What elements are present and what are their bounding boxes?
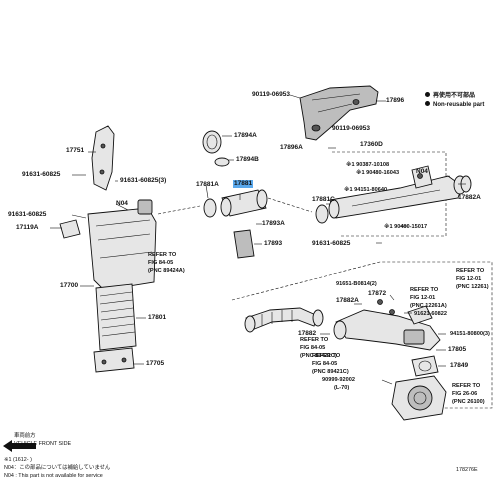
refer-line: REFER TO: [312, 353, 341, 359]
part-label[interactable]: 17801: [148, 314, 167, 321]
footnote-1: ※1 (1612- ): [4, 457, 32, 463]
clamp-17881c: [315, 204, 329, 224]
part-label[interactable]: 90119-06953: [252, 91, 290, 98]
vehicle-front-arrow: [3, 440, 36, 452]
part-label[interactable]: 17805: [448, 346, 467, 353]
refer-line: FIG 84-05: [148, 260, 174, 266]
part-label[interactable]: 17882A: [336, 297, 359, 304]
vehicle-front-en: VEHICLE FRONT SIDE: [14, 441, 72, 447]
refer-line: REFER TO: [410, 287, 439, 293]
refer-line: FIG 12-01: [410, 295, 436, 301]
refer-line: (PNC 12261A): [410, 303, 447, 309]
part-label[interactable]: 17893: [264, 240, 283, 247]
refer-line: FIG 84-05: [312, 361, 338, 367]
part-label[interactable]: 17872: [368, 290, 387, 297]
part-label[interactable]: 17882: [298, 330, 317, 337]
part-label[interactable]: 17700: [60, 282, 79, 289]
part-label[interactable]: ※1 90480-16043: [356, 170, 400, 176]
bolt-91651: [377, 299, 383, 305]
part-label[interactable]: 91621-60822: [414, 311, 447, 317]
part-label-highlighted[interactable]: 17881: [233, 180, 254, 188]
part-label[interactable]: 17849: [450, 362, 469, 369]
air-cleaner-case-17700: [59, 199, 157, 291]
clamp-17882a-lower: [312, 309, 324, 327]
part-label-sub: (L-70): [334, 385, 350, 391]
refer-line: (PNC 89424A): [148, 268, 185, 274]
throttle-body: [391, 375, 447, 421]
part-label[interactable]: 17751: [66, 147, 85, 154]
part-label[interactable]: 90119-06953: [332, 125, 370, 132]
refer-to-note[interactable]: REFER TO FIG 84-05 (PNC 89421C): [312, 352, 349, 376]
part-label[interactable]: N04: [116, 200, 128, 207]
dot-icon: [425, 92, 430, 97]
clamp-17894b: [214, 157, 230, 167]
part-label[interactable]: 90999-92002: [322, 377, 355, 383]
refer-line: REFER TO: [456, 268, 485, 274]
refer-line: REFER TO: [300, 337, 329, 343]
part-label[interactable]: 17894A: [234, 132, 257, 139]
refer-line: FIG 84-05: [300, 345, 326, 351]
bracket-17751: [91, 125, 115, 191]
legend-label-jp: 再使用不可部品: [433, 93, 476, 99]
part-label[interactable]: 91631-60825: [312, 240, 351, 247]
part-label[interactable]: ※1 90480-15017: [384, 224, 428, 230]
engine-cover-17896: [299, 85, 379, 141]
sensor-n04: [411, 165, 433, 189]
refer-line: (PNC 89421C): [312, 369, 349, 375]
legend-non-reusable-jp: 再使用不可部品: [425, 92, 475, 100]
lower-group-outline: [231, 261, 493, 409]
part-label[interactable]: 94151-80800(3): [450, 331, 490, 337]
part-label[interactable]: 17881A: [196, 181, 219, 188]
part-label[interactable]: 17360D: [360, 141, 383, 148]
intake-pipe-17882a: [328, 175, 467, 219]
refer-to-note[interactable]: REFER TO FIG 12-01 (PNC 12261A): [410, 286, 447, 310]
refer-line: (PNC 12261): [456, 284, 489, 290]
dot-icon: [425, 101, 430, 106]
air-hose-17881: [220, 189, 268, 217]
footnote-n04-en: N04 : This part is not available for ser…: [4, 473, 103, 479]
vehicle-front-jp: 車両前方: [14, 433, 36, 439]
clamp-17881a: [203, 198, 217, 218]
refer-to-note[interactable]: REFER TO FIG 84-05 (PNC 89421C): [300, 336, 337, 360]
filter-element-17801: [95, 283, 137, 351]
legend-label-en: Non-reusable part: [433, 102, 485, 108]
part-label[interactable]: ※1 94151-80640: [344, 187, 388, 193]
part-label[interactable]: 17893A: [262, 220, 285, 227]
refer-line: FIG 26-06: [452, 391, 478, 397]
legend-non-reusable-en: Non-reusable part: [425, 101, 484, 109]
part-label[interactable]: 91631-60825: [22, 171, 61, 178]
part-label[interactable]: N04: [416, 168, 428, 175]
part-label[interactable]: 17896A: [280, 144, 303, 151]
part-label[interactable]: 17705: [146, 360, 165, 367]
refer-line: REFER TO: [148, 252, 177, 258]
part-label[interactable]: 17894B: [236, 156, 259, 163]
refer-line: FIG 12-01: [456, 276, 482, 282]
inlet-17893: [233, 229, 255, 259]
figure-id: 178276E: [456, 467, 478, 473]
refer-line: (PNC 26100): [452, 399, 485, 405]
bolt-17872: [389, 309, 395, 315]
clamp-17894a: [202, 130, 222, 154]
part-label[interactable]: 91631-60825: [8, 211, 47, 218]
gasket-17849: [411, 355, 439, 377]
part-label[interactable]: 91631-60825(3): [120, 177, 167, 184]
refer-line: REFER TO: [452, 383, 481, 389]
part-label[interactable]: 17881C: [312, 196, 335, 203]
refer-to-note[interactable]: REFER TO FIG 12-01 (PNC 12261): [456, 267, 489, 291]
leader-lines: [50, 94, 466, 385]
refer-to-note[interactable]: REFER TO FIG 84-05 (PNC 89424A): [148, 251, 185, 275]
footnote-n04-jp: N04：この部品については補給していません: [4, 465, 111, 471]
intake-duct-17805: [333, 305, 441, 351]
part-label[interactable]: 91651-B0814(2): [336, 281, 377, 287]
part-label[interactable]: 17896: [386, 97, 405, 104]
refer-to-note[interactable]: REFER TO FIG 26-06 (PNC 26100): [452, 382, 485, 406]
air-cleaner-cap-17705: [93, 347, 135, 373]
part-label[interactable]: ※1 90387-10108: [346, 162, 390, 168]
part-label[interactable]: 17882A: [458, 194, 481, 201]
part-label[interactable]: 17119A: [16, 224, 39, 231]
hose-17882: [244, 307, 319, 333]
refer-line: (PNC 89421C): [300, 353, 337, 359]
